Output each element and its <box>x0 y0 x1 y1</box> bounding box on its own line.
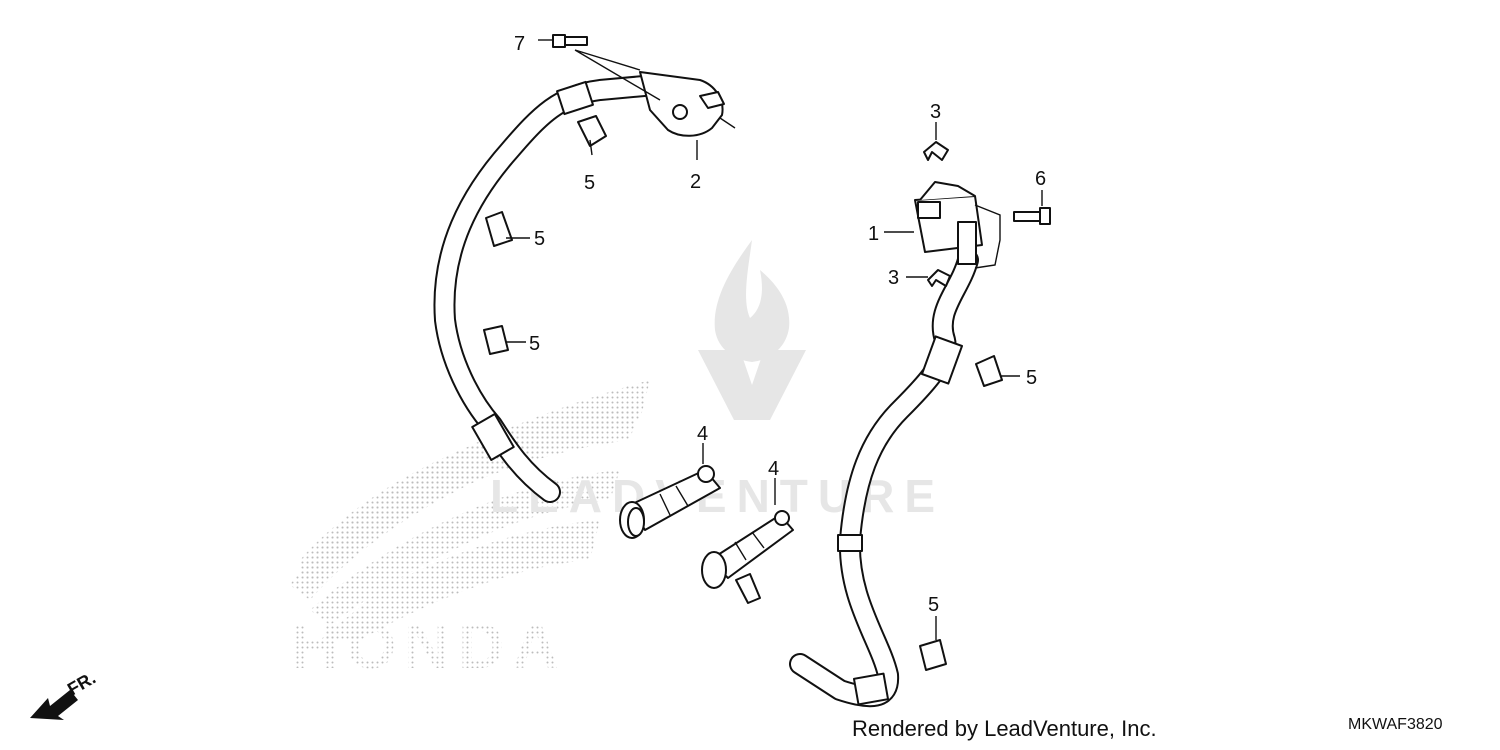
left-hose-assembly <box>433 71 725 503</box>
callout-3b: 3 <box>888 267 899 289</box>
callout-4a: 4 <box>697 423 708 445</box>
callout-4b: 4 <box>768 458 779 480</box>
clip-right-lower <box>919 616 947 671</box>
callout-5a: 5 <box>584 172 595 194</box>
clip-u-upper <box>923 122 949 161</box>
honda-wing-watermark: HONDA <box>290 380 650 682</box>
callout-5c: 5 <box>529 333 540 355</box>
front-direction-indicator: FR. <box>30 668 99 720</box>
callout-7: 7 <box>514 33 525 55</box>
callout-1: 1 <box>868 223 879 245</box>
callout-5e: 5 <box>928 594 939 616</box>
clip-upper-left <box>577 115 607 156</box>
injector-left <box>619 443 721 539</box>
render-credit: Rendered by LeadVenture, Inc. <box>852 716 1157 741</box>
clip-mid-left <box>485 211 530 247</box>
right-hose-assembly <box>789 181 983 708</box>
leadventure-watermark: LEADVENTURE <box>490 240 935 522</box>
bolt-6 <box>974 190 1051 269</box>
upper-connector <box>639 71 725 137</box>
callout-3a: 3 <box>930 101 941 123</box>
honda-wordmark-watermark: HONDA <box>292 610 567 682</box>
bolt-7 <box>538 34 661 101</box>
diagram-code: MKWAF3820 <box>1348 716 1443 733</box>
callout-5b: 5 <box>534 228 545 250</box>
injector-right <box>701 478 794 604</box>
callout-6: 6 <box>1035 168 1046 190</box>
clip-lower-left <box>483 325 526 355</box>
clip-u-lower <box>906 269 951 287</box>
callout-5d: 5 <box>1026 367 1037 389</box>
pressure-regulator-body <box>914 181 983 265</box>
clip-right-mid <box>975 355 1020 387</box>
callout-2: 2 <box>690 171 701 193</box>
